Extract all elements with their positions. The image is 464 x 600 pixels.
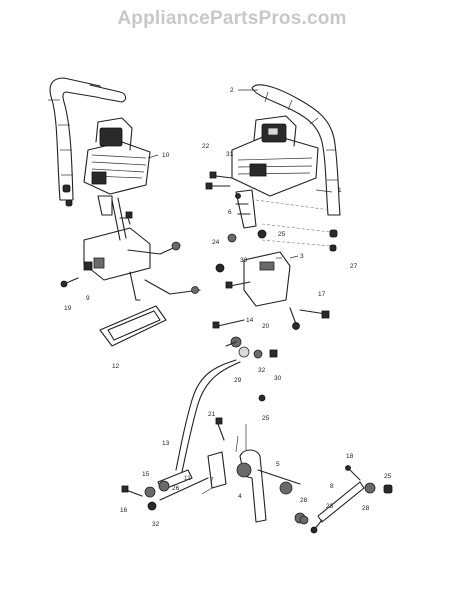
callout-7: 7 — [210, 477, 214, 484]
callout-14: 14 — [246, 317, 254, 324]
callout-9: 9 — [86, 295, 90, 302]
callout-29: 29 — [234, 377, 242, 384]
callout-3: 3 — [300, 253, 304, 260]
callout-21: 21 — [208, 411, 216, 418]
callout-25-middle: 25 — [262, 415, 270, 422]
callout-10: 10 — [162, 152, 170, 159]
left-shift-boot — [83, 117, 151, 195]
callout-24: 24 — [212, 239, 220, 246]
callout-8: 8 — [330, 483, 334, 490]
callout-15: 15 — [142, 471, 150, 478]
callout-19: 19 — [64, 305, 72, 312]
lower-lever-assembly — [207, 394, 306, 524]
callout-11: 11 — [184, 475, 191, 482]
shift-rod — [175, 359, 241, 473]
right-control-bracket — [205, 171, 331, 330]
callout-12: 12 — [112, 363, 120, 370]
callout-1: 1 — [338, 187, 342, 194]
callout-26: 26 — [172, 485, 180, 492]
callout-16: 16 — [120, 507, 128, 514]
callout-22: 22 — [202, 143, 210, 150]
callout-28-left: 28 — [300, 497, 308, 504]
callout-32-lower: 32 — [152, 521, 160, 528]
callout-2: 2 — [230, 87, 234, 94]
lower-left-hardware — [121, 469, 209, 511]
callout-6: 6 — [228, 209, 232, 216]
right-handle-bar — [251, 84, 341, 252]
left-handle-bar — [48, 77, 127, 207]
callout-17: 17 — [318, 291, 326, 298]
callout-5: 5 — [276, 461, 280, 468]
callout-20: 20 — [262, 323, 270, 330]
callout-4: 4 — [238, 493, 242, 500]
leader-lines — [147, 89, 333, 495]
callout-25-lower-right: 25 — [384, 473, 392, 480]
callout-28-right: 28 — [362, 505, 370, 512]
callout-33: 33 — [240, 257, 248, 264]
middle-link-hardware — [212, 319, 278, 359]
callout-30: 30 — [274, 375, 282, 382]
callout-27: 27 — [350, 263, 358, 270]
callout-labels: 1 2 3 4 5 6 7 8 9 10 11 12 13 14 15 16 1… — [64, 87, 392, 528]
right-shift-boot — [231, 115, 319, 197]
left-gasket-plate — [99, 305, 167, 347]
callout-32-middle: 32 — [258, 367, 266, 374]
callout-31: 31 — [226, 151, 234, 158]
callout-18: 18 — [346, 453, 354, 460]
callout-13: 13 — [162, 440, 170, 447]
left-control-bracket — [60, 195, 201, 301]
callout-25-right: 25 — [278, 231, 286, 238]
callout-23: 23 — [326, 503, 334, 510]
lower-right-pin-assembly — [299, 465, 393, 534]
watermark-text: AppliancePartsPros.com — [117, 8, 347, 29]
